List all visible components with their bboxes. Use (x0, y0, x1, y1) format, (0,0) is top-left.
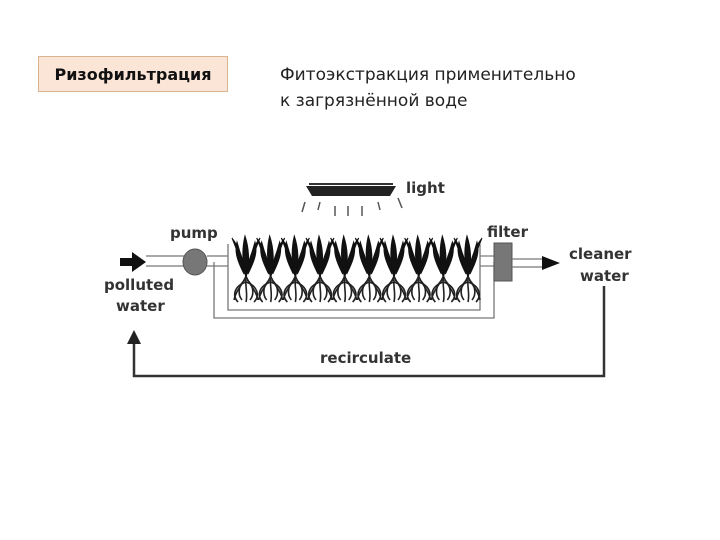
plant-icon (330, 234, 360, 303)
subtitle-line-1: Фитоэкстракция применительно (280, 65, 576, 85)
pump-label: pump (170, 224, 218, 242)
plant-icon (354, 234, 384, 303)
plant-icon (280, 234, 310, 303)
subtitle-line-2: к загрязнённой воде (280, 91, 468, 111)
tank (213, 244, 495, 319)
plants-group (231, 234, 483, 303)
light-rays (301, 197, 403, 216)
slide-subtitle: Фитоэкстракция применительно к загрязнён… (280, 62, 576, 114)
cleaner-water-label-line-2: water (580, 267, 629, 285)
cleaner-water-label-line-1: cleaner (569, 245, 632, 263)
plant-icon (231, 234, 261, 303)
outlet-arrow-icon (542, 256, 560, 270)
recirculate-label: recirculate (320, 349, 411, 367)
polluted-water-label-line-1: polluted (104, 276, 174, 294)
inlet-pipe (146, 255, 184, 267)
recirculation-line (132, 286, 606, 378)
plant-icon (379, 234, 409, 303)
plant-icon (305, 234, 335, 303)
plant-icon (453, 234, 483, 303)
plant-icon (404, 234, 434, 303)
plant-icon (428, 234, 458, 303)
topic-title: Ризофильтрация (54, 64, 212, 84)
pump-to-tank-pipe (207, 255, 228, 267)
pump-icon (182, 248, 208, 276)
topic-title-box: Ризофильтрация (38, 56, 228, 92)
filter-icon (493, 242, 513, 282)
polluted-water-label-line-2: water (116, 297, 165, 315)
lamp-icon (306, 183, 396, 196)
inlet-arrow-icon (120, 252, 146, 272)
outlet-pipe (512, 258, 544, 268)
light-label: light (406, 179, 445, 197)
tank-to-filter-pipe (480, 255, 494, 267)
plant-icon (256, 234, 286, 303)
filter-label: filter (487, 223, 529, 241)
recirculate-arrow-icon (127, 330, 141, 344)
